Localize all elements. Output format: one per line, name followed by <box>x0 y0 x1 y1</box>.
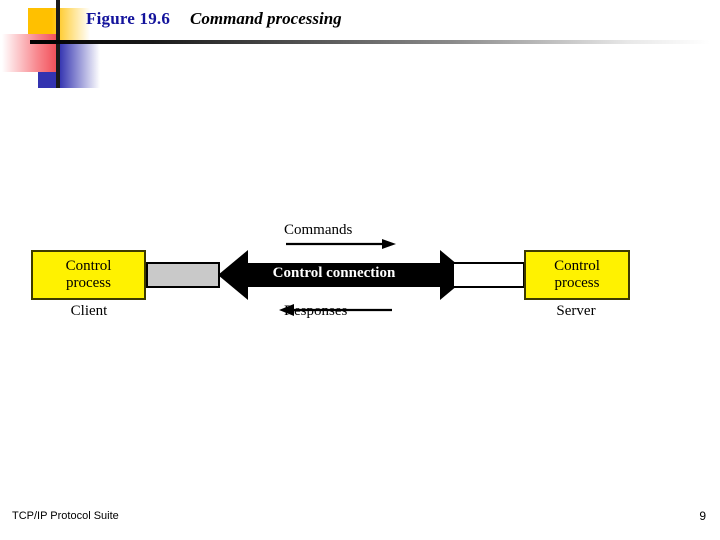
node-server-line1: Control <box>554 258 600 275</box>
node-server-caption: Server <box>556 303 596 319</box>
client-connector <box>146 262 220 288</box>
responses-label: Responses <box>284 303 348 319</box>
footer-page-number: 9 <box>699 509 706 523</box>
responses-arrow <box>279 304 392 316</box>
node-client-line2: process <box>66 275 111 291</box>
commands-label: Commands <box>284 222 353 238</box>
node-client-control-process: Control process <box>31 250 146 300</box>
figure-caption: Command processing <box>190 9 342 28</box>
footer-source: TCP/IP Protocol Suite <box>12 510 119 522</box>
node-server-line2: process <box>554 275 600 291</box>
decoration-horizontal-rule <box>30 40 710 44</box>
page-title: Figure 19.6 Command processing <box>86 9 342 29</box>
decoration-vertical-bar <box>56 0 60 88</box>
node-server-control-process: Control process <box>524 250 630 300</box>
commands-arrow <box>286 239 396 249</box>
control-connection-arrow <box>218 250 470 300</box>
node-client-caption: Client <box>70 303 108 319</box>
figure-number: Figure 19.6 <box>86 9 171 28</box>
node-client-line1: Control <box>65 258 112 275</box>
server-connector <box>452 262 525 288</box>
